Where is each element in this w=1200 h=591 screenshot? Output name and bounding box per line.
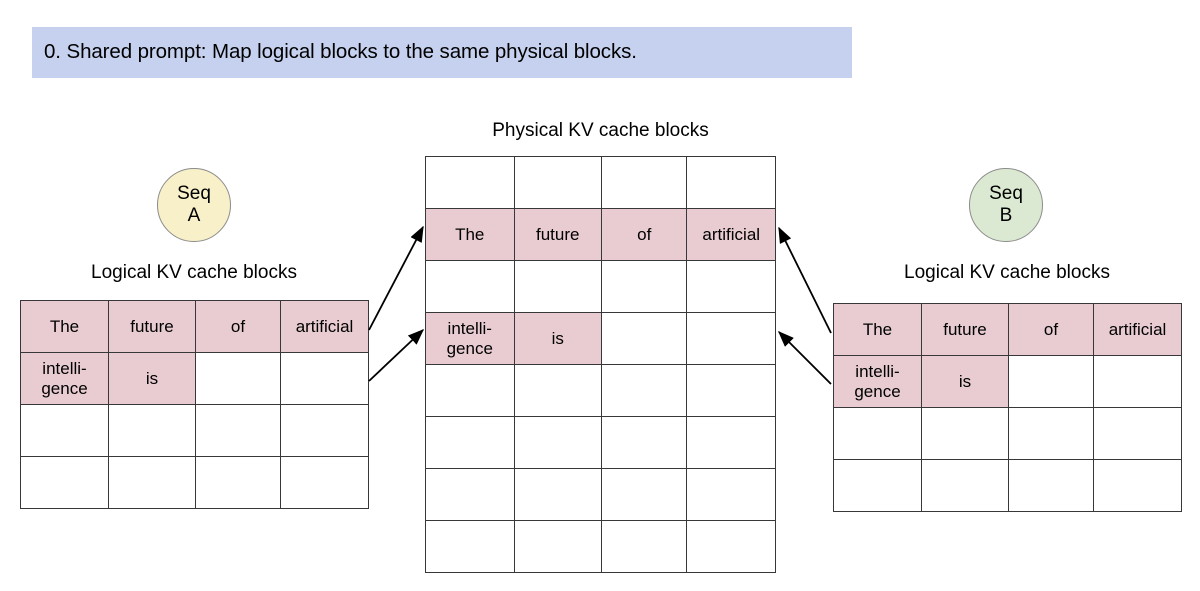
token-block: future — [513, 208, 602, 261]
token-block: is — [108, 352, 196, 405]
empty-block — [513, 260, 602, 313]
title-banner: 0. Shared prompt: Map logical blocks to … — [32, 27, 852, 78]
token-block: artificial — [1093, 303, 1182, 356]
seq-a-badge-label: Seq — [177, 183, 211, 205]
block-row — [425, 260, 776, 313]
block-row — [20, 404, 369, 457]
seq-a-badge: Seq A — [157, 168, 231, 242]
empty-block — [425, 260, 515, 313]
seq-b-badge-id: B — [999, 205, 1013, 226]
empty-block — [600, 364, 688, 417]
token-block: intelli-gence — [425, 312, 515, 365]
empty-block — [280, 456, 369, 509]
empty-block — [600, 156, 688, 209]
empty-block — [1093, 407, 1182, 460]
empty-block — [513, 364, 602, 417]
empty-block — [513, 416, 602, 469]
empty-block — [1093, 355, 1182, 408]
token-block: intelli-gence — [833, 355, 922, 408]
empty-block — [1008, 407, 1094, 460]
seq-b-row2-to-physical-row4 — [777, 330, 832, 385]
empty-block — [513, 468, 602, 521]
empty-block — [600, 468, 688, 521]
empty-block — [1008, 355, 1094, 408]
seq-a-row2-to-physical-row4 — [368, 329, 425, 382]
token-block: is — [921, 355, 1009, 408]
seq-b-badge-label: Seq — [989, 183, 1023, 205]
token-block: The — [833, 303, 922, 356]
empty-block — [686, 520, 776, 573]
empty-block — [686, 312, 776, 365]
empty-block — [195, 404, 281, 457]
empty-block — [513, 156, 602, 209]
block-row — [833, 459, 1182, 512]
empty-block — [280, 352, 369, 405]
block-row — [833, 407, 1182, 460]
empty-block — [20, 404, 109, 457]
empty-block — [195, 352, 281, 405]
token-block: of — [1008, 303, 1094, 356]
empty-block — [833, 407, 922, 460]
block-row — [425, 520, 776, 573]
empty-block — [425, 416, 515, 469]
token-block: of — [600, 208, 688, 261]
seq-b-badge: Seq B — [969, 168, 1043, 242]
title-banner-text: 0. Shared prompt: Map logical blocks to … — [44, 40, 637, 64]
token-block: future — [108, 300, 196, 353]
seq-a-logical-caption: Logical KV cache blocks — [91, 262, 297, 283]
empty-block — [833, 459, 922, 512]
token-block: The — [425, 208, 515, 261]
physical-cache-caption: Physical KV cache blocks — [492, 120, 709, 141]
token-block: artificial — [280, 300, 369, 353]
empty-block — [921, 407, 1009, 460]
seq-b-logical-caption: Logical KV cache blocks — [904, 262, 1110, 283]
token-block: future — [921, 303, 1009, 356]
empty-block — [921, 459, 1009, 512]
block-row — [425, 416, 776, 469]
empty-block — [513, 520, 602, 573]
token-block: is — [513, 312, 602, 365]
empty-block — [686, 468, 776, 521]
empty-block — [425, 364, 515, 417]
seq-a-row1-to-physical-row2 — [368, 225, 424, 331]
token-block: of — [195, 300, 281, 353]
empty-block — [600, 416, 688, 469]
empty-block — [600, 260, 688, 313]
empty-block — [195, 456, 281, 509]
empty-block — [425, 156, 515, 209]
token-block: The — [20, 300, 109, 353]
token-block: intelli-gence — [20, 352, 109, 405]
block-row — [425, 468, 776, 521]
empty-block — [425, 520, 515, 573]
empty-block — [20, 456, 109, 509]
empty-block — [686, 364, 776, 417]
empty-block — [600, 312, 688, 365]
block-row — [425, 364, 776, 417]
block-row — [425, 156, 776, 209]
empty-block — [686, 156, 776, 209]
empty-block — [600, 520, 688, 573]
empty-block — [1093, 459, 1182, 512]
empty-block — [425, 468, 515, 521]
seq-a-badge-id: A — [187, 205, 201, 226]
empty-block — [108, 404, 196, 457]
token-block: artificial — [686, 208, 776, 261]
empty-block — [280, 404, 369, 457]
seq-b-row1-to-physical-row2 — [778, 226, 832, 334]
block-row — [20, 456, 369, 509]
empty-block — [1008, 459, 1094, 512]
empty-block — [686, 260, 776, 313]
empty-block — [686, 416, 776, 469]
empty-block — [108, 456, 196, 509]
